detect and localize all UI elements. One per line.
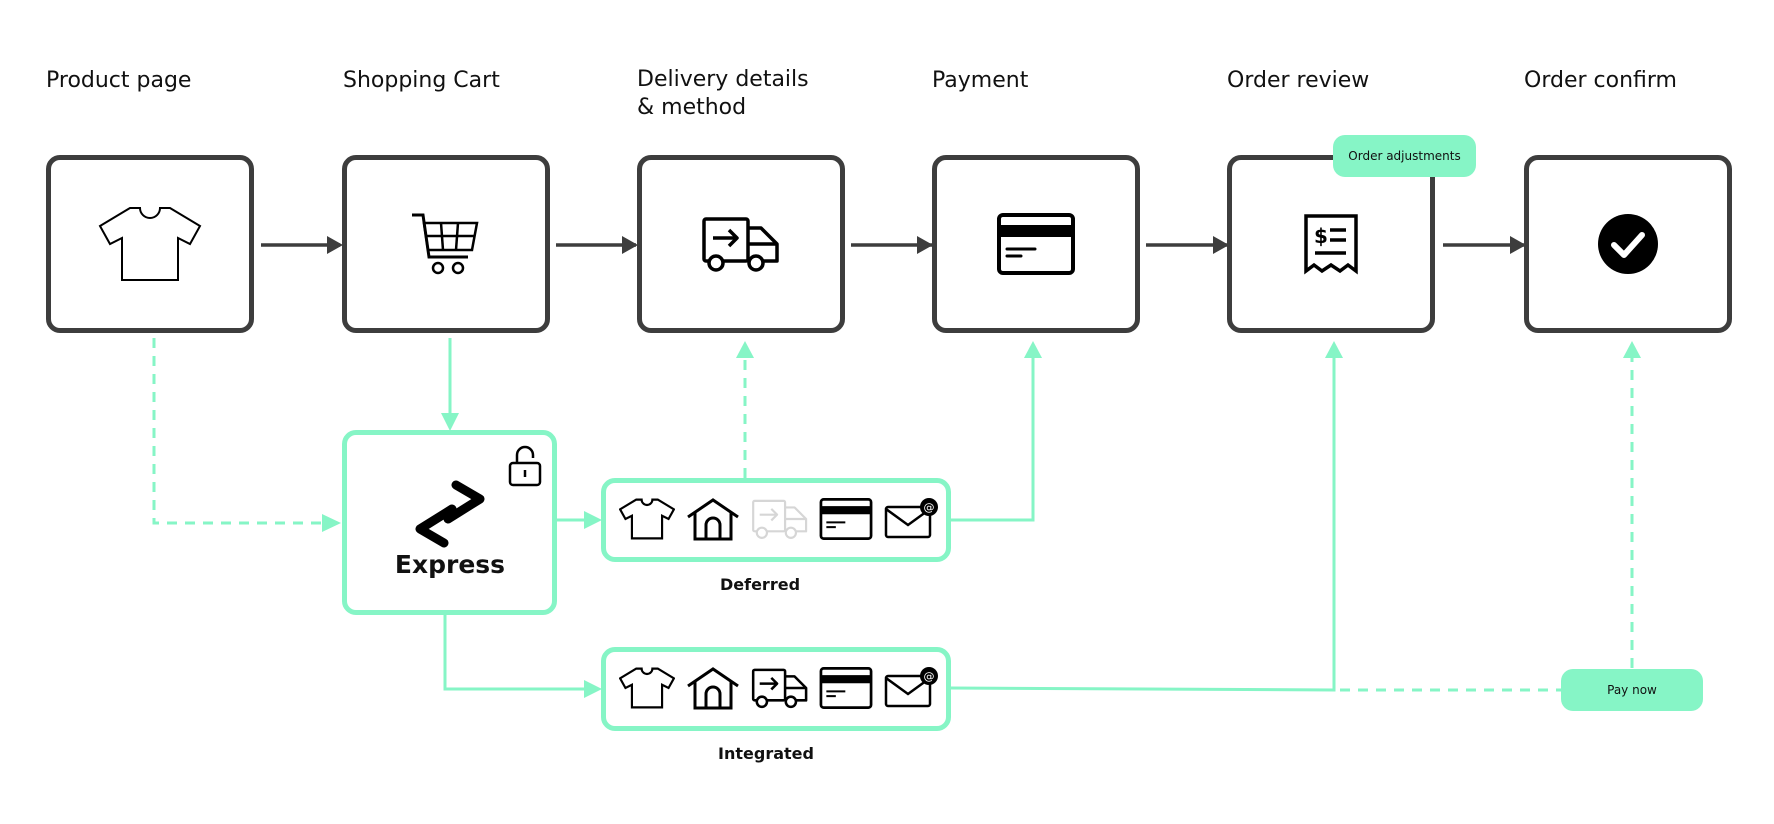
arrowhead-express-left [322, 514, 341, 532]
t-shirt-icon [619, 498, 675, 540]
teal-arrowheads [322, 341, 1641, 698]
arrowhead-confirm-up [1623, 341, 1641, 358]
express-connectors [152, 338, 1634, 692]
main-flow-arrowheads [327, 236, 1526, 254]
svg-text:@: @ [924, 501, 935, 514]
step-label-product-page: Product page [46, 68, 192, 93]
deferred-path-box[interactable]: @ [601, 478, 951, 562]
deferred-label: Deferred [719, 575, 801, 594]
order-adjustments-badge[interactable]: Order adjustments [1333, 135, 1476, 177]
step-label-order-confirm: Order confirm [1524, 68, 1677, 93]
express-link-icon [415, 480, 485, 548]
arrowhead-express-top [441, 413, 459, 431]
step-box-product-page[interactable] [46, 155, 254, 333]
express-label: Express [394, 550, 506, 579]
t-shirt-icon [98, 207, 202, 281]
arrowhead-delivery-up [736, 341, 754, 358]
check-circle-icon [1598, 214, 1658, 274]
deferred-icon-row: @ [619, 497, 939, 541]
delivery-truck-icon [751, 668, 808, 709]
delivery-truck-icon [702, 217, 779, 272]
shopping-cart-icon [412, 213, 479, 275]
credit-card-icon [997, 213, 1075, 275]
arrowhead-payment-up [1024, 341, 1042, 358]
integrated-icon-row: @ [619, 666, 939, 710]
connector-deferred-to-payment [950, 358, 1035, 522]
arrowhead-cart [327, 236, 343, 254]
pay-now-button[interactable]: Pay now [1561, 669, 1703, 711]
step-box-shopping-cart[interactable] [342, 155, 550, 333]
email-icon: @ [884, 498, 938, 539]
svg-text:$: $ [1314, 224, 1328, 248]
step-label-order-review: Order review [1227, 68, 1370, 93]
arrowhead-review [1213, 236, 1229, 254]
receipt-icon: $ [1304, 214, 1358, 275]
arrowhead-payment [917, 236, 933, 254]
step-box-delivery[interactable] [637, 155, 845, 333]
integrated-label: Integrated [718, 744, 814, 763]
arrowhead-deferred-left [584, 511, 602, 529]
house-icon [687, 498, 739, 541]
step-label-shopping-cart: Shopping Cart [343, 68, 500, 93]
step-box-order-review[interactable]: $ [1227, 155, 1435, 333]
connector-product-to-express [152, 338, 330, 525]
step-box-order-confirm[interactable] [1524, 155, 1732, 333]
arrowhead-integrated-left [584, 680, 602, 698]
step-box-payment[interactable] [932, 155, 1140, 333]
delivery-truck-icon-disabled [752, 499, 808, 539]
step-label-delivery: Delivery details & method [637, 67, 809, 120]
t-shirt-icon [619, 667, 675, 709]
unlocked-padlock-icon [508, 445, 542, 487]
connector-integrated-to-review [949, 358, 1336, 692]
connector-express-to-integrated [443, 613, 588, 691]
arrowhead-delivery [622, 236, 638, 254]
credit-card-icon [819, 667, 873, 709]
arrowhead-confirm [1510, 236, 1526, 254]
svg-text:@: @ [924, 670, 935, 683]
express-box[interactable]: Express [342, 430, 557, 615]
email-icon: @ [884, 667, 938, 708]
credit-card-icon [819, 498, 873, 540]
arrowhead-review-up [1325, 341, 1343, 358]
house-icon [687, 667, 739, 710]
step-label-payment: Payment [932, 68, 1029, 93]
integrated-path-box[interactable]: @ [601, 647, 951, 731]
